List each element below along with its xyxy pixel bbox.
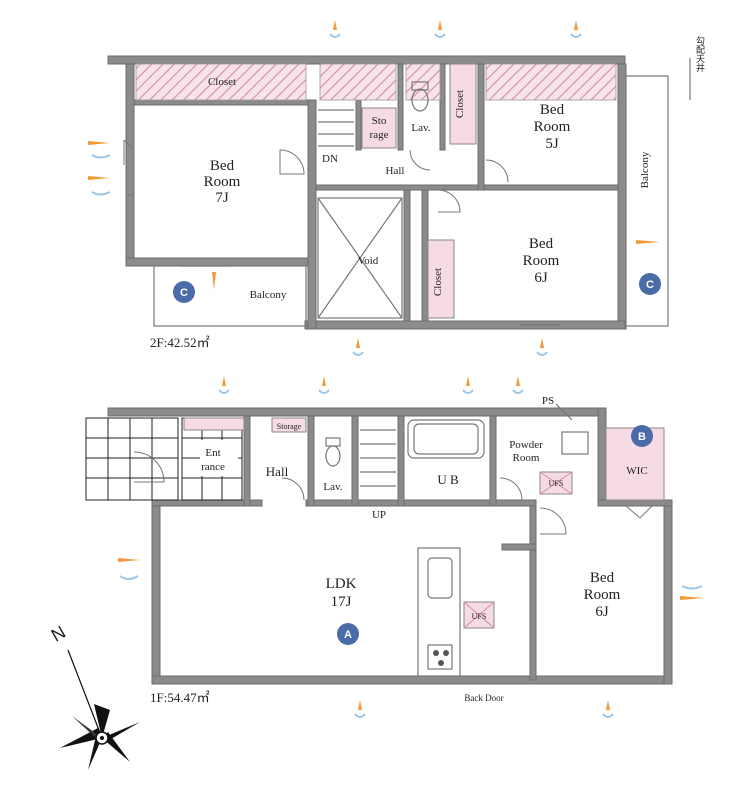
void-label: Void xyxy=(358,255,379,267)
hall-1f-label: Hall xyxy=(266,464,289,479)
marker-c-left: C xyxy=(173,281,195,303)
ldk-label-1: LDK xyxy=(326,576,357,592)
bed6-1f-label-2: Room xyxy=(584,587,621,603)
marker-b: B xyxy=(631,425,653,447)
hall-2f-label: Hall xyxy=(386,165,405,177)
up-label: UP xyxy=(372,509,386,521)
ub-label: U B xyxy=(437,472,459,487)
marker-c-right: C xyxy=(639,273,661,295)
svg-text:C: C xyxy=(180,287,188,299)
entrance-tiles xyxy=(85,417,243,501)
area-1f: 1F:54.47㎡ xyxy=(150,690,210,705)
lav-1f-label: Lav. xyxy=(323,481,342,493)
bed7-label-2: Room xyxy=(204,174,241,190)
bed5-label-1: Bed xyxy=(540,102,565,118)
bed7-label-1: Bed xyxy=(210,158,235,174)
svg-text:C: C xyxy=(646,279,654,291)
light-symbols-2f xyxy=(88,19,660,356)
ufs-label-2: UFS xyxy=(472,612,487,621)
lav-2f-label: Lav. xyxy=(411,122,430,134)
bed6-2f-label-3: 6J xyxy=(534,270,548,286)
storage-label-2: rage xyxy=(370,129,389,141)
marker-a: A xyxy=(337,623,359,645)
light-symbols-1f xyxy=(118,375,704,718)
bed5-label-3: 5J xyxy=(545,136,559,152)
wic-label: WIC xyxy=(626,465,647,477)
entrance-label-2: rance xyxy=(201,461,225,473)
storage-label-1: Sto xyxy=(372,115,387,127)
backdoor-label: Back Door xyxy=(464,693,503,703)
ceiling-note: 勾配天井 xyxy=(695,35,705,73)
second-floor: Closet Bed Room 7J Sto rage Lav. Closet … xyxy=(88,19,705,356)
ldk-label-2: 17J xyxy=(331,594,352,610)
closet-top-label: Closet xyxy=(208,76,236,88)
bed6-1f-label-3: 6J xyxy=(595,604,609,620)
powder-label-2: Room xyxy=(513,452,540,464)
dn-label: DN xyxy=(322,153,338,165)
bed6-2f-label-2: Room xyxy=(523,253,560,269)
bed6-2f-label-1: Bed xyxy=(529,236,554,252)
balcony-left-label: Balcony xyxy=(250,289,287,301)
closet-vert2-label: Closet xyxy=(432,268,444,296)
svg-text:A: A xyxy=(344,629,352,641)
ufs-label-1: UFS xyxy=(549,479,564,488)
bed5-label-2: Room xyxy=(534,119,571,135)
powder-label-1: Powder xyxy=(509,439,543,451)
bed6-1f-label-1: Bed xyxy=(590,570,615,586)
storage-1f-label: Storage xyxy=(277,422,302,431)
balcony-right-label: Balcony xyxy=(639,151,651,188)
entrance-label-1: Ent xyxy=(205,447,220,459)
compass: N xyxy=(48,622,140,770)
first-floor: Ent rance Storage Hall Lav. U B Powder R… xyxy=(85,375,704,718)
compass-north-label: N xyxy=(48,622,69,646)
area-2f: 2F:42.52㎡ xyxy=(150,335,210,350)
bed7-label-3: 7J xyxy=(215,190,229,206)
ps-label: PS xyxy=(542,395,554,407)
svg-text:B: B xyxy=(638,431,646,443)
closet-vert1-label: Closet xyxy=(454,90,466,118)
